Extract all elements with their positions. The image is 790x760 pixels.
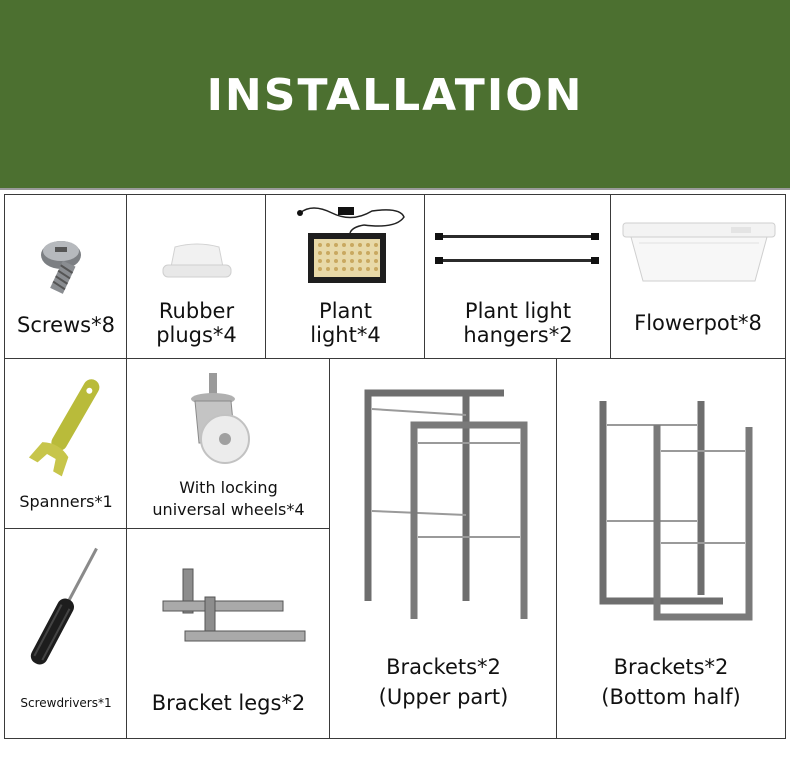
screw-icon (41, 241, 81, 294)
brackets-upper-label-line2: (Upper part) (378, 685, 509, 709)
flowerpot-icon (622, 222, 776, 282)
hanger-rod-icon (435, 233, 599, 264)
item-screwdrivers: Screwdrivers*1 (4, 528, 128, 739)
flowerpot-label: Flowerpot*8 (634, 311, 762, 335)
bracket-legs-label: Bracket legs*2 (151, 691, 306, 715)
plant-light-label-line1: Plant (319, 299, 372, 323)
screwdriver-icon (30, 547, 98, 665)
item-flowerpot: Flowerpot*8 (610, 194, 786, 360)
spanners-label: Spanners*1 (19, 492, 113, 511)
item-brackets-upper: Brackets*2 (Upper part) (329, 358, 558, 739)
item-screws: Screws*8 (4, 194, 128, 360)
wheels-label-line2: universal wheels*4 (152, 500, 305, 519)
hangers-label-line1: Plant light (464, 299, 572, 323)
wheels-label-line1: With locking (179, 478, 278, 497)
bracket-leg-icon (162, 568, 306, 642)
item-plant-light-hangers: Plant light hangers*2 (424, 194, 612, 360)
rubber-plug-icon (162, 243, 232, 278)
brackets-bottom-label-line1: Brackets*2 (613, 655, 729, 679)
brackets-upper-label-line1: Brackets*2 (386, 655, 501, 679)
item-universal-wheels: With locking universal wheels*4 (126, 358, 331, 530)
item-bracket-legs: Bracket legs*2 (126, 528, 331, 739)
bracket-frame-icon (364, 389, 528, 619)
plant-light-label-line2: light*4 (310, 323, 381, 347)
page-title: INSTALLATION (206, 70, 584, 121)
item-spanners: Spanners*1 (4, 358, 128, 530)
item-brackets-bottom: Brackets*2 (Bottom half) (556, 358, 786, 739)
screwdrivers-label: Screwdrivers*1 (20, 696, 112, 710)
wheel-icon (191, 373, 250, 464)
rubber-plugs-label-line1: Rubber (158, 299, 235, 323)
brackets-bottom-label-line2: (Bottom half) (601, 685, 741, 709)
item-rubber-plugs: Rubber plugs*4 (126, 194, 267, 360)
bracket-frame-icon (599, 401, 753, 621)
plant-light-icon (297, 207, 405, 283)
hangers-label-line2: hangers*2 (463, 323, 573, 347)
screws-label: Screws*8 (17, 313, 115, 337)
item-plant-light: Plant light*4 (265, 194, 426, 360)
header-banner: INSTALLATION (0, 0, 790, 188)
divider (0, 188, 790, 190)
spanner-icon (29, 379, 100, 477)
rubber-plugs-label-line2: plugs*4 (156, 323, 237, 347)
